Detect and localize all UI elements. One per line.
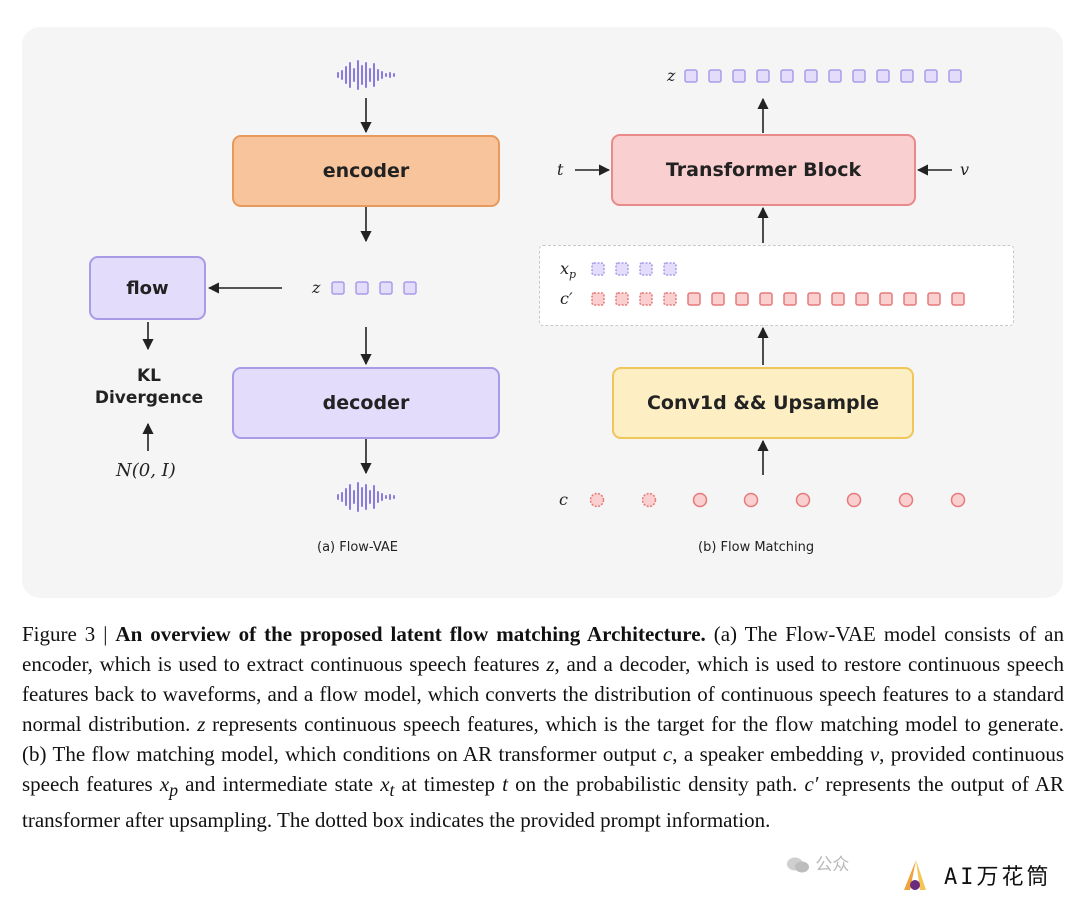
brand-text: AI万花筒 xyxy=(944,865,1052,890)
c-circles xyxy=(589,492,966,508)
latent-z-squares-left xyxy=(331,281,417,295)
conv-upsample-block: Conv1d && Upsample xyxy=(612,367,914,439)
subfigure-a-caption: (a) Flow-VAE xyxy=(317,540,399,555)
z-label-top: z xyxy=(667,66,676,85)
xp-prompt-squares xyxy=(591,262,677,276)
encoder-block: encoder xyxy=(232,135,500,207)
v-label: v xyxy=(960,160,970,179)
conv-label: Conv1d && Upsample xyxy=(646,392,880,414)
watermark-text: 公众 xyxy=(815,855,850,875)
figure-caption: Figure 3 | An overview of the proposed l… xyxy=(22,622,1065,833)
flow-label: flow xyxy=(126,277,169,299)
transformer-label: Transformer Block xyxy=(665,159,862,181)
encoder-label: encoder xyxy=(322,160,410,182)
prompt-dotted-box xyxy=(539,245,1014,326)
latent-z-squares-top xyxy=(684,69,962,83)
flow-block: flow xyxy=(89,256,206,320)
decoder-label: decoder xyxy=(322,392,410,414)
kl-divergence-label: KL Divergence xyxy=(94,366,204,408)
waveform-output-icon xyxy=(337,482,395,512)
diagram-graphics xyxy=(142,60,962,512)
transformer-block: Transformer Block xyxy=(611,134,916,206)
decoder-block: decoder xyxy=(232,367,500,439)
c-label: c xyxy=(559,490,568,509)
caption-title: An overview of the proposed latent flow … xyxy=(115,622,706,646)
normal-distribution-label: N(0, I) xyxy=(116,460,176,481)
cprime-prompt-squares xyxy=(591,292,677,306)
t-label: t xyxy=(557,160,564,179)
cprime-squares xyxy=(687,292,965,306)
z-label-left: z xyxy=(312,278,321,297)
waveform-input-icon xyxy=(337,60,395,90)
subfigure-b-caption: (b) Flow Matching xyxy=(698,540,815,555)
xp-label: xp xyxy=(560,259,577,282)
wechat-icon xyxy=(786,856,810,874)
brand-logo-icon xyxy=(902,858,936,892)
figure-panel: encoder decoder flow Transformer Block C… xyxy=(22,27,1063,598)
cprime-label: c′ xyxy=(560,289,573,308)
watermark: 公众 xyxy=(786,850,849,875)
brand-logo: AI万花筒 xyxy=(902,858,1052,892)
